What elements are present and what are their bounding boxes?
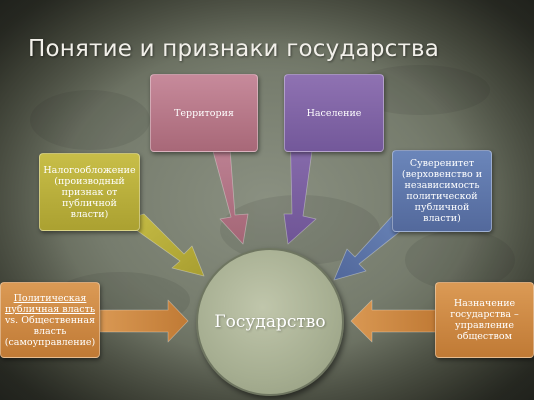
taxation-line-3: признак от xyxy=(61,186,118,198)
sovereignty-line-1: Суверенитет xyxy=(409,158,475,169)
political-power-line-4: власть xyxy=(33,325,67,337)
taxation-line-2: (производный xyxy=(54,175,125,187)
population-box: Население xyxy=(284,74,384,152)
political-power-line-3: vs. Общественная xyxy=(4,314,96,326)
population-label: Население xyxy=(306,107,362,119)
sovereignty-line-3: независимость xyxy=(404,180,480,191)
purpose-line-4: обществом xyxy=(457,331,512,342)
arrow-purpose xyxy=(350,299,437,343)
purpose-line-1: Назначение xyxy=(453,298,516,309)
purpose-box: Назначение государства – управление обще… xyxy=(435,282,534,358)
taxation-line-1: Налогообложение xyxy=(43,164,136,176)
taxation-line-4: публичной власти) xyxy=(62,197,117,220)
territory-box: Территория xyxy=(150,74,258,152)
sovereignty-line-2: (верховенство и xyxy=(401,169,483,180)
state-circle: Государство xyxy=(196,248,344,396)
sovereignty-box: Суверенитет (верховенство и независимост… xyxy=(392,150,492,232)
taxation-box: Налогообложение (производный признак от … xyxy=(39,153,140,231)
political-power-line-1: Политическая xyxy=(13,292,87,304)
slide-title: Понятие и признаки государства xyxy=(28,36,440,62)
political-power-box: Политическая публичная власть vs. Общест… xyxy=(0,282,100,358)
state-label: Государство xyxy=(214,312,326,332)
arrow-political-power xyxy=(99,299,189,343)
purpose-line-2: государства – xyxy=(450,309,519,320)
political-power-line-2: публичная власть xyxy=(4,303,96,315)
sovereignty-line-5: публичной власти) xyxy=(414,202,470,224)
political-power-line-5: (самоуправление) xyxy=(4,336,96,348)
purpose-line-3: управление xyxy=(455,320,514,331)
sovereignty-line-4: политической xyxy=(406,191,478,202)
territory-label: Территория xyxy=(174,107,234,119)
